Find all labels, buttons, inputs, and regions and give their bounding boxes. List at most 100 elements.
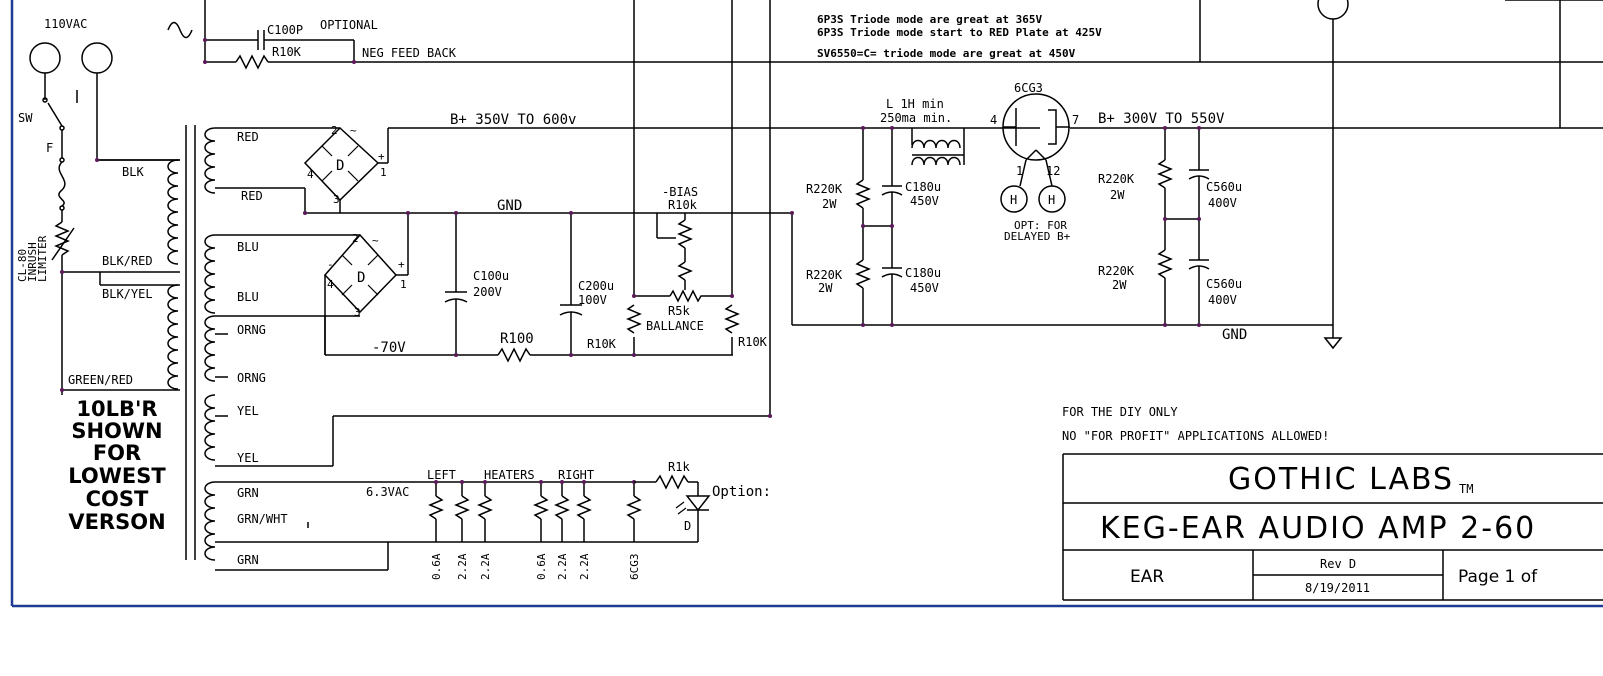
r5k-label: R5k	[668, 304, 690, 318]
wire-green-red: GREEN/RED	[68, 373, 133, 387]
wire-orng-2: ORNG	[237, 371, 266, 385]
heater-h-1: H	[1010, 193, 1017, 207]
bridge2-pin-plus: +	[398, 258, 405, 271]
r220k-a-label: R220K	[806, 182, 843, 196]
bias-r10k-label: R10k	[668, 198, 698, 212]
opt-note-1: OPT: FOR	[1014, 219, 1067, 232]
heater-left-label: LEFT	[427, 468, 456, 482]
ballance-label: BALLANCE	[646, 319, 704, 333]
bridge2-pin-2: 2	[352, 232, 359, 245]
transformer-winding	[204, 481, 216, 561]
wire-grn-2: GRN	[237, 553, 259, 567]
tube-note-3: SV6550=C= triode mode are great at 450V	[817, 47, 1076, 60]
company-name: GOTHIC LABS	[1228, 462, 1454, 497]
wire-blk: BLK	[122, 165, 144, 179]
wire-blk-yel: BLK/YEL	[102, 287, 153, 301]
bridge2-pin-1: 1	[400, 278, 407, 291]
heater-load: 6CG3	[626, 480, 642, 581]
c180-b-volt: 450V	[910, 281, 939, 295]
heater-load-label: 0.6A	[430, 553, 443, 580]
drawing-frame	[10, 0, 1603, 608]
heater-load-label: 6CG3	[628, 554, 641, 581]
c560-a-label: C560u	[1206, 180, 1242, 194]
heater-h-2: H	[1048, 193, 1055, 207]
wire-red-1: RED	[237, 130, 259, 144]
bridge-pin-1: 1	[380, 166, 387, 179]
title-block: GOTHIC LABS TM KEG-EAR AUDIO AMP 2-60 EA…	[1062, 453, 1603, 601]
tube-note-2: 6P3S Triode mode start to RED Plate at 4…	[817, 26, 1102, 39]
tube-note-1: 6P3S Triode mode are great at 365V	[817, 13, 1043, 26]
bridge2-pin-minus: -	[327, 258, 334, 271]
heater-load: 0.6A	[533, 480, 549, 580]
page-number: Page 1 of	[1458, 567, 1538, 587]
bridge-pin-ac: ~	[350, 124, 357, 137]
heater-load-label: 0.6A	[535, 553, 548, 580]
bridge2-pin-ac: ~	[372, 234, 379, 247]
power-transformer: RED RED BLK BLK/RED BLK/YEL BLU BLU ORNG…	[60, 125, 288, 571]
tube-pin-4: 4	[990, 113, 997, 127]
limiter-line-2: INRUSH	[26, 242, 39, 282]
wire-yel-2: YEL	[237, 451, 259, 465]
choke-label: L 1H min	[886, 97, 944, 111]
heater-load-label: 2.2A	[479, 553, 492, 580]
feedback-cap-label: C100P	[267, 23, 303, 37]
heater-load: 0.6A	[428, 480, 444, 580]
transformer-winding	[204, 315, 216, 382]
drawing-title: KEG-EAR AUDIO AMP 2-60	[1100, 511, 1536, 546]
gnd-right-label: GND	[1222, 327, 1247, 343]
tube-label: 6CG3	[1014, 81, 1043, 95]
r220k-b-watt: 2W	[818, 281, 833, 295]
heater-load-label: 2.2A	[578, 553, 591, 580]
notice-line-2: NO "FOR PROFIT" APPLICATIONS ALLOWED!	[1062, 429, 1329, 443]
bridge2-d-label: D	[357, 270, 365, 286]
transformer-winding	[167, 284, 179, 390]
hv-rectifier: D 2 ~ 4 + 1 3 B+ 350V TO 600v GND D 2 ~ …	[228, 62, 1333, 467]
tube-pin-1: 1	[1016, 164, 1023, 178]
bridge-pin-plus: +	[378, 150, 385, 163]
hv-filter: R220K 2W R220K 2W C180u 450V C180u 450V …	[806, 62, 1603, 350]
r10k-right-label: R10K	[738, 335, 768, 349]
wire-orng-1: ORNG	[237, 323, 266, 337]
transformer-winding	[167, 159, 179, 265]
drawing-name: EAR	[1130, 567, 1164, 587]
led-label: D	[684, 519, 691, 533]
revision-date: 8/19/2011	[1305, 581, 1370, 595]
heater-load: 2.2A	[554, 480, 570, 580]
c560-a-volt: 400V	[1208, 196, 1237, 210]
bplus-out-label: B+ 300V TO 550V	[1098, 111, 1225, 127]
transformer-winding	[204, 394, 216, 461]
neg70-label: -70V	[372, 340, 406, 356]
r10k-left-label: R10K	[587, 337, 617, 351]
c180-a-volt: 450V	[910, 194, 939, 208]
heater-heaters-label: HEATERS	[484, 468, 535, 482]
transformer-note-5: COST	[86, 487, 149, 511]
revision: Rev D	[1320, 557, 1356, 571]
bias-label: -BIAS	[662, 185, 698, 199]
choke-current: 250ma min.	[880, 111, 952, 125]
transformer-winding	[204, 127, 216, 194]
feedback-label: NEG FEED BACK	[362, 46, 457, 60]
transformer-note-6: VERSON	[68, 510, 165, 534]
bridge-pin-3: 3	[333, 193, 340, 206]
c180-b-label: C180u	[905, 266, 941, 280]
notice-line-1: FOR THE DIY ONLY	[1062, 405, 1178, 419]
opt-note-2: DELAYED B+	[1004, 230, 1071, 243]
bridge-pin-4: 4	[307, 168, 314, 181]
option-label: Option:	[712, 484, 771, 500]
heater-load-label: 2.2A	[456, 553, 469, 580]
wire-grn-wht: GRN/WHT	[237, 512, 288, 526]
r220k-b-label: R220K	[806, 268, 843, 282]
bridge-pin-2: 2	[331, 124, 338, 137]
c180-a-label: C180u	[905, 180, 941, 194]
transformer-note-2: SHOWN	[71, 419, 162, 443]
tube-pin-7: 7	[1072, 113, 1079, 127]
feedback-network: C100P OPTIONAL R10K NEG FEED BACK	[167, 0, 1603, 325]
gnd-label: GND	[497, 198, 522, 214]
heater-right-label: RIGHT	[558, 468, 594, 482]
limiter-line-1: CL-80	[16, 249, 29, 282]
bridge2-pin-3: 3	[354, 306, 361, 319]
notice: FOR THE DIY ONLY NO "FOR PROFIT" APPLICA…	[1062, 405, 1329, 443]
heater-load: 2.2A	[477, 480, 493, 580]
